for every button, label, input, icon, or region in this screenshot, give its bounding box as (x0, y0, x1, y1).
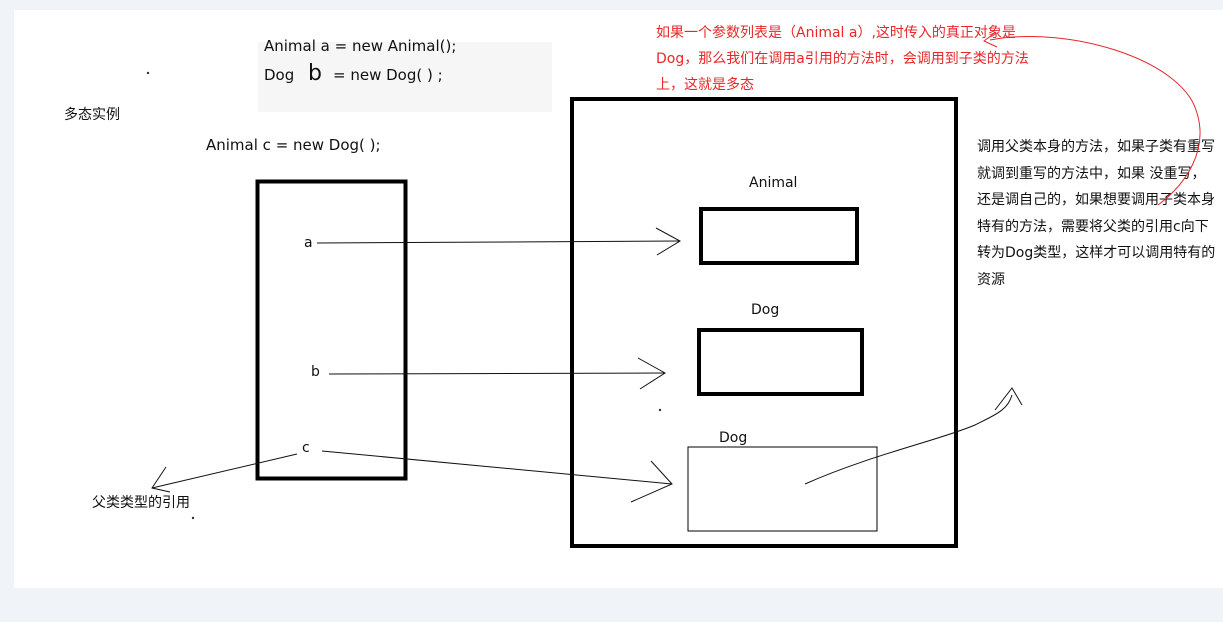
object-animal-label: Animal (749, 175, 798, 191)
code-line-animal-c: Animal c = new Dog( ); (206, 136, 381, 154)
code-line-dog-var: b (308, 61, 322, 86)
object-dog-downcast-label: Dog (719, 430, 748, 446)
ref-a-label: a (304, 235, 313, 251)
arrow-b-to-dog (328, 357, 666, 390)
downcast-curved-arrow (804, 387, 1023, 485)
arrow-a-to-animal (316, 227, 682, 256)
arrow-c-to-dog (321, 450, 673, 503)
code-block-background (258, 42, 552, 112)
ref-b-label: b (311, 364, 320, 380)
code-line-dog-prefix: Dog (264, 66, 295, 84)
stray-dot (146, 71, 150, 75)
code-line-dog-suffix: = new Dog( ) ; (333, 66, 443, 84)
stray-dot (191, 516, 195, 520)
arrow-c-to-parent-label (151, 453, 298, 493)
downcast-note: 调用父类本身的方法，如果子类有重写就调到重写的方法中，如果 没重写，还是调自己的… (977, 139, 1216, 288)
red-curved-arrow (983, 31, 1201, 206)
drawing-canvas (14, 10, 1223, 588)
code-line-animal-a: Animal a = new Animal(); (264, 37, 457, 55)
parent-reference-label: 父类类型的引用 (92, 495, 190, 511)
object-dog-label: Dog (751, 302, 780, 318)
diagram-title: 多态实例 (64, 107, 120, 123)
polymorphism-note: 如果一个参数列表是（Animal a）,这时传入的真正对象是Dog，那么我们在调… (656, 25, 1029, 93)
heap-box (570, 97, 958, 548)
dog-object-box (697, 328, 864, 396)
stray-dot (658, 408, 662, 412)
animal-object-box (699, 207, 859, 265)
dog-downcast-object-box (687, 446, 878, 532)
ref-c-label: c (302, 440, 310, 456)
reference-box (255, 179, 408, 481)
